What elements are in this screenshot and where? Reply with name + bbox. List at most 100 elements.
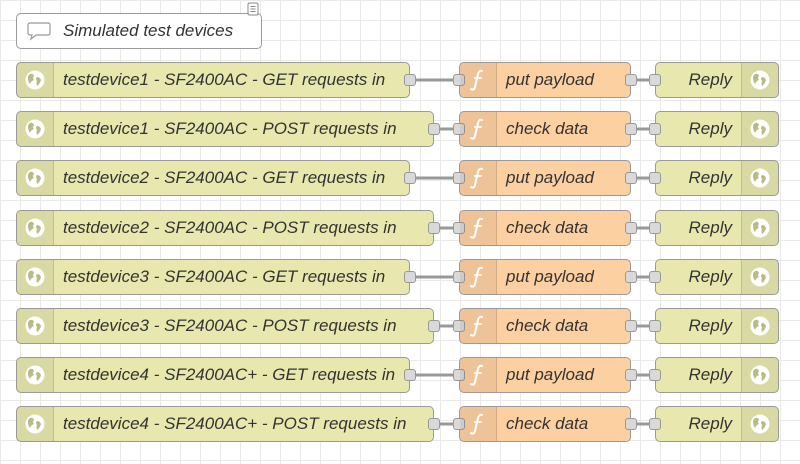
globe-icon: [741, 161, 778, 195]
function-icon: [460, 211, 497, 245]
http-response-node[interactable]: Reply: [649, 160, 779, 196]
info-note-icon: [247, 2, 259, 16]
http-response-node[interactable]: Reply: [649, 357, 779, 393]
output-port[interactable]: [404, 74, 416, 86]
output-port[interactable]: [404, 369, 416, 381]
globe-icon: [741, 260, 778, 294]
http-response-node[interactable]: Reply: [649, 259, 779, 295]
output-port[interactable]: [625, 222, 637, 234]
http-response-node[interactable]: Reply: [649, 406, 779, 442]
output-port[interactable]: [625, 320, 637, 332]
output-port[interactable]: [625, 74, 637, 86]
http-in-node[interactable]: testdevice1 - SF2400AC - POST requests i…: [16, 111, 440, 147]
output-port[interactable]: [404, 172, 416, 184]
http-in-node[interactable]: testdevice1 - SF2400AC - GET requests in: [16, 62, 416, 98]
http-response-label: Reply: [688, 218, 732, 237]
output-port[interactable]: [428, 320, 440, 332]
function-icon: [460, 358, 497, 392]
http-in-label: testdevice2 - SF2400AC - GET requests in: [63, 168, 386, 187]
input-port[interactable]: [649, 123, 661, 135]
http-response-label: Reply: [688, 316, 732, 335]
input-port[interactable]: [453, 172, 465, 184]
http-response-node[interactable]: Reply: [649, 62, 779, 98]
function-node[interactable]: put payload: [453, 62, 637, 98]
globe-icon: [17, 63, 54, 97]
function-node[interactable]: put payload: [453, 357, 637, 393]
function-node[interactable]: check data: [453, 210, 637, 246]
http-in-label: testdevice4 - SF2400AC+ - POST requests …: [63, 414, 407, 433]
globe-icon: [17, 309, 54, 343]
http-response-node[interactable]: Reply: [649, 308, 779, 344]
output-port[interactable]: [428, 123, 440, 135]
globe-icon: [17, 407, 54, 441]
http-response-label: Reply: [688, 119, 732, 138]
globe-icon: [741, 112, 778, 146]
output-port[interactable]: [428, 418, 440, 430]
output-port[interactable]: [625, 172, 637, 184]
input-port[interactable]: [453, 74, 465, 86]
function-label: check data: [506, 218, 589, 237]
function-icon: [460, 112, 497, 146]
http-in-node[interactable]: testdevice3 - SF2400AC - GET requests in: [16, 259, 416, 295]
input-port[interactable]: [649, 172, 661, 184]
function-node[interactable]: check data: [453, 111, 637, 147]
input-port[interactable]: [453, 418, 465, 430]
http-in-node[interactable]: testdevice2 - SF2400AC - GET requests in: [16, 160, 416, 196]
function-label: check data: [506, 414, 589, 433]
http-in-node[interactable]: testdevice3 - SF2400AC - POST requests i…: [16, 308, 440, 344]
speech-bubble-icon: [27, 21, 51, 41]
comment-node[interactable]: Simulated test devices: [16, 13, 262, 49]
http-in-node[interactable]: testdevice4 - SF2400AC+ - GET requests i…: [16, 357, 416, 393]
output-port[interactable]: [625, 369, 637, 381]
input-port[interactable]: [649, 222, 661, 234]
http-in-node[interactable]: testdevice2 - SF2400AC - POST requests i…: [16, 210, 440, 246]
http-in-label: testdevice2 - SF2400AC - POST requests i…: [63, 218, 397, 237]
globe-icon: [741, 358, 778, 392]
http-response-node[interactable]: Reply: [649, 210, 779, 246]
input-port[interactable]: [453, 320, 465, 332]
globe-icon: [17, 358, 54, 392]
input-port[interactable]: [453, 123, 465, 135]
function-icon: [460, 260, 497, 294]
http-response-label: Reply: [688, 168, 732, 187]
output-port[interactable]: [625, 271, 637, 283]
output-port[interactable]: [428, 222, 440, 234]
http-in-label: testdevice3 - SF2400AC - POST requests i…: [63, 316, 397, 335]
globe-icon: [17, 161, 54, 195]
globe-icon: [17, 260, 54, 294]
http-in-node[interactable]: testdevice4 - SF2400AC+ - POST requests …: [16, 406, 440, 442]
function-node[interactable]: check data: [453, 406, 637, 442]
function-label: put payload: [506, 168, 594, 187]
http-response-label: Reply: [688, 414, 732, 433]
http-in-label: testdevice1 - SF2400AC - GET requests in: [63, 70, 386, 89]
function-label: put payload: [506, 70, 594, 89]
function-node[interactable]: put payload: [453, 259, 637, 295]
input-port[interactable]: [649, 74, 661, 86]
input-port[interactable]: [649, 320, 661, 332]
input-port[interactable]: [649, 369, 661, 381]
input-port[interactable]: [453, 369, 465, 381]
http-response-label: Reply: [688, 365, 732, 384]
output-port[interactable]: [625, 418, 637, 430]
function-node[interactable]: check data: [453, 308, 637, 344]
function-label: check data: [506, 316, 589, 335]
http-in-label: testdevice4 - SF2400AC+ - GET requests i…: [63, 365, 396, 384]
input-port[interactable]: [649, 418, 661, 430]
function-node[interactable]: put payload: [453, 160, 637, 196]
globe-icon: [17, 211, 54, 245]
http-response-node[interactable]: Reply: [649, 111, 779, 147]
http-response-label: Reply: [688, 70, 732, 89]
http-in-label: testdevice3 - SF2400AC - GET requests in: [63, 267, 386, 286]
globe-icon: [741, 309, 778, 343]
output-port[interactable]: [625, 123, 637, 135]
globe-icon: [741, 211, 778, 245]
input-port[interactable]: [453, 271, 465, 283]
input-port[interactable]: [649, 271, 661, 283]
input-port[interactable]: [453, 222, 465, 234]
globe-icon: [17, 112, 54, 146]
function-icon: [460, 407, 497, 441]
comment-label: Simulated test devices: [63, 21, 234, 40]
output-port[interactable]: [404, 271, 416, 283]
function-label: check data: [506, 119, 589, 138]
